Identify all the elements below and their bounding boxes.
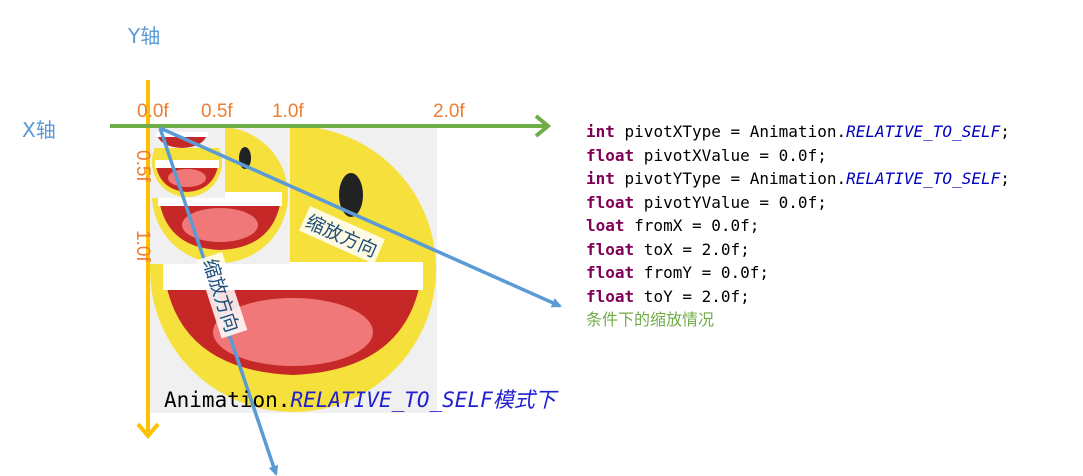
code-text: pivotXType = Animation. [614, 122, 847, 141]
code-keyword: loat [586, 216, 625, 235]
code-text: toX = 2.0f; [634, 239, 750, 259]
mode-caption-suffix: 模式下 [492, 388, 556, 412]
x-tick-label: 1.0f [272, 101, 304, 122]
code-line: float pivotXValue = 0.0f; [586, 144, 1010, 168]
code-line: int pivotYType = Animation.RELATIVE_TO_S… [586, 167, 1010, 191]
code-keyword: int [586, 122, 615, 141]
code-line: float fromY = 0.0f; [586, 261, 1010, 285]
code-text: fromY = 0.0f; [634, 263, 770, 282]
y-tick-label: 1.0f [132, 230, 153, 262]
code-text: pivotYType = Animation. [614, 169, 847, 188]
y-tick-label: 0.5f [132, 150, 153, 182]
code-line: float pivotYValue = 0.0f; [586, 191, 1010, 215]
code-line: float toY = 2.0f; [586, 285, 1010, 309]
mode-caption: Animation.RELATIVE_TO_SELF模式下 [164, 384, 556, 414]
x-axis-title: X轴 [22, 118, 56, 142]
code-text: ; [1000, 169, 1010, 188]
code-text: toY = 2.0f; [634, 286, 750, 306]
code-line: int pivotXType = Animation.RELATIVE_TO_S… [586, 120, 1010, 144]
smiley-2x [150, 126, 437, 413]
code-text: pivotXValue = 0.0f; [634, 145, 827, 165]
code-constant: RELATIVE_TO_SELF [846, 122, 1001, 141]
code-text: ; [1000, 122, 1010, 141]
scale-direction-arrow-x [159, 126, 562, 308]
code-line: float toX = 2.0f; [586, 238, 1010, 262]
x-tick-label: 0.5f [201, 101, 233, 122]
x-tick-label: 0.0f [137, 101, 169, 122]
x-axis-arrowhead [534, 114, 552, 138]
mode-caption-prefix: Animation. [164, 388, 291, 412]
code-note: 条件下的缩放情况 [586, 310, 715, 329]
x-tick-label: 2.0f [433, 101, 465, 122]
code-keyword: float [586, 192, 635, 212]
y-axis-title: Y轴 [128, 24, 161, 48]
code-keyword: float [586, 263, 635, 282]
code-line: loat fromX = 0.0f; [586, 214, 1010, 238]
code-keyword: int [586, 169, 615, 188]
code-constant: RELATIVE_TO_SELF [846, 169, 1001, 188]
code-keyword: float [586, 145, 635, 165]
code-snippet: int pivotXType = Animation.RELATIVE_TO_S… [586, 120, 1010, 332]
code-text: pivotYValue = 0.0f; [634, 192, 827, 212]
mode-caption-constant: RELATIVE_TO_SELF [290, 388, 493, 412]
code-keyword: float [586, 239, 635, 259]
code-keyword: float [586, 286, 635, 306]
code-text: fromX = 0.0f; [624, 216, 760, 235]
y-axis-arrowhead [136, 422, 160, 440]
